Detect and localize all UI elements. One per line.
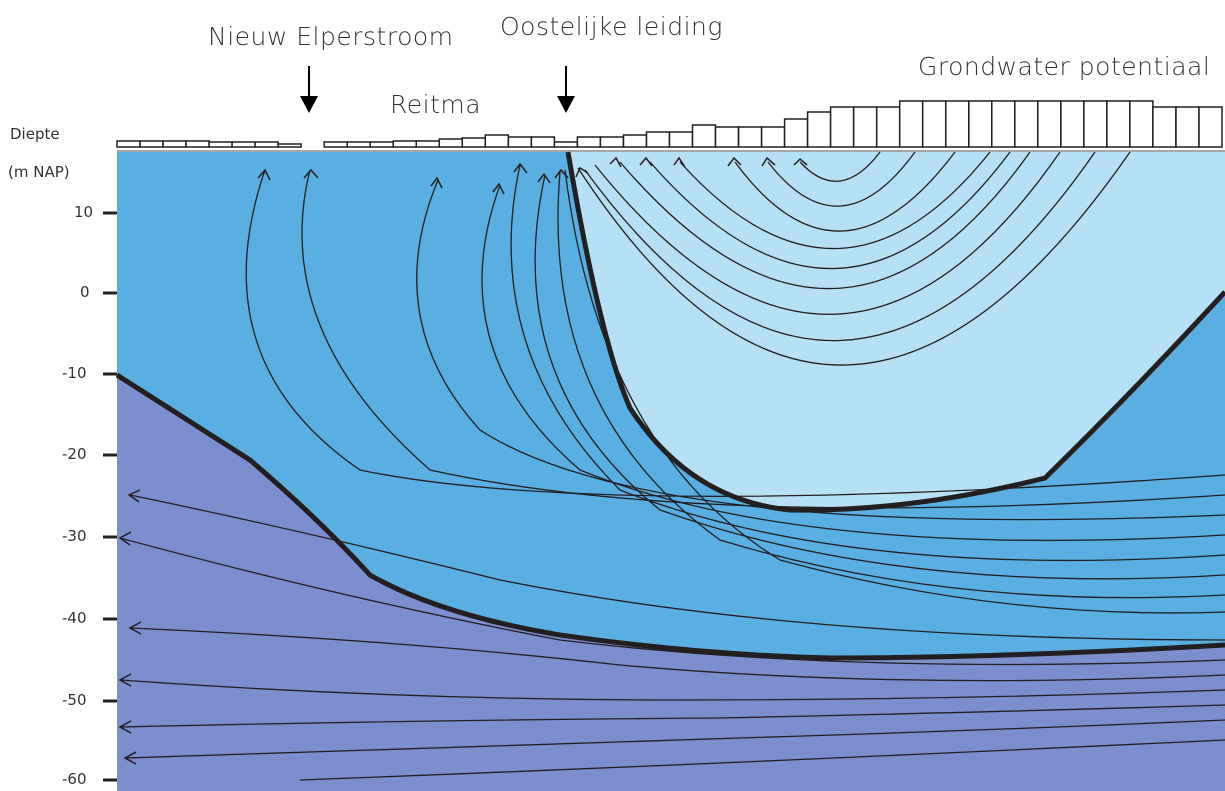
- potential-bar: [645, 131, 671, 148]
- depth-tick-label: -40: [62, 609, 87, 627]
- depth-axis: [103, 211, 117, 782]
- potential-bar: [829, 106, 855, 148]
- potential-bar: [968, 100, 993, 148]
- potential-bar: [369, 141, 394, 148]
- potential-bar: [806, 111, 832, 148]
- label-nieuw-elperstroom: Nieuw Elperstroom: [208, 22, 454, 51]
- potential-bars: [116, 100, 1223, 148]
- potential-bar: [783, 118, 809, 148]
- potential-bar: [1037, 100, 1062, 148]
- potential-bar: [898, 100, 924, 148]
- potential-bar: [1060, 100, 1085, 148]
- potential-bar: [185, 140, 210, 148]
- potential-bar: [921, 100, 947, 148]
- flow-arrowheads: [118, 156, 808, 765]
- deep-aquifer-layer: [117, 375, 1225, 791]
- potential-bar: [346, 141, 371, 148]
- potential-bar: [737, 126, 763, 148]
- potential-bar: [553, 141, 579, 148]
- potential-bar: [392, 140, 418, 148]
- potential-bar: [254, 141, 279, 148]
- potential-bar: [507, 136, 533, 148]
- label-reitma: Reitma: [390, 90, 482, 119]
- potential-bar: [714, 126, 740, 148]
- potential-bar: [415, 140, 441, 148]
- depth-tick-label: 0: [80, 283, 90, 301]
- potential-bar: [1152, 106, 1177, 148]
- potential-bar: [1129, 100, 1154, 148]
- depth-tick-label: -50: [62, 691, 87, 709]
- potential-bar: [599, 136, 625, 148]
- potential-bar: [991, 100, 1016, 148]
- potential-bar: [484, 134, 510, 148]
- depth-tick-label: -20: [62, 445, 87, 463]
- potential-bar: [323, 141, 348, 148]
- boundary-deep-layer: [115, 372, 1225, 661]
- depth-tick-label: -10: [62, 364, 87, 382]
- potential-bar: [1083, 100, 1108, 148]
- depth-tick-label: -60: [62, 770, 87, 788]
- potential-bar: [162, 140, 187, 148]
- potential-bar: [576, 136, 602, 148]
- potential-bar: [945, 100, 970, 148]
- potential-bar: [208, 141, 233, 148]
- potential-bar: [277, 143, 302, 148]
- boundary-light-zone: [565, 151, 1225, 513]
- potential-bar: [139, 140, 164, 148]
- potential-bar: [1198, 106, 1223, 148]
- potential-bar: [438, 138, 464, 148]
- potential-bar: [622, 134, 648, 148]
- axis-title-diepte: Diepte: [10, 125, 60, 143]
- potential-bar: [760, 126, 786, 148]
- axis-unit: (m NAP): [8, 163, 70, 181]
- label-grondwater-potentiaal: Grondwater potentiaal: [918, 52, 1211, 81]
- potential-bar: [1175, 106, 1200, 148]
- potential-bar: [231, 141, 256, 148]
- potential-bar: [691, 124, 717, 148]
- potential-bar: [875, 106, 901, 148]
- potential-bar: [116, 140, 141, 148]
- depth-tick-label: 10: [74, 203, 94, 221]
- potential-bar: [1014, 100, 1039, 148]
- label-oostelijke-leiding: Oostelijke leiding: [500, 12, 723, 41]
- flow-lines: [119, 151, 1225, 781]
- potential-bar: [530, 136, 556, 148]
- potential-bar: [1106, 100, 1131, 148]
- potential-bar: [461, 137, 487, 148]
- potential-bar: [668, 131, 694, 148]
- depth-tick-label: -30: [62, 527, 87, 545]
- location-arrows: [300, 66, 575, 113]
- potential-bar: [852, 106, 878, 148]
